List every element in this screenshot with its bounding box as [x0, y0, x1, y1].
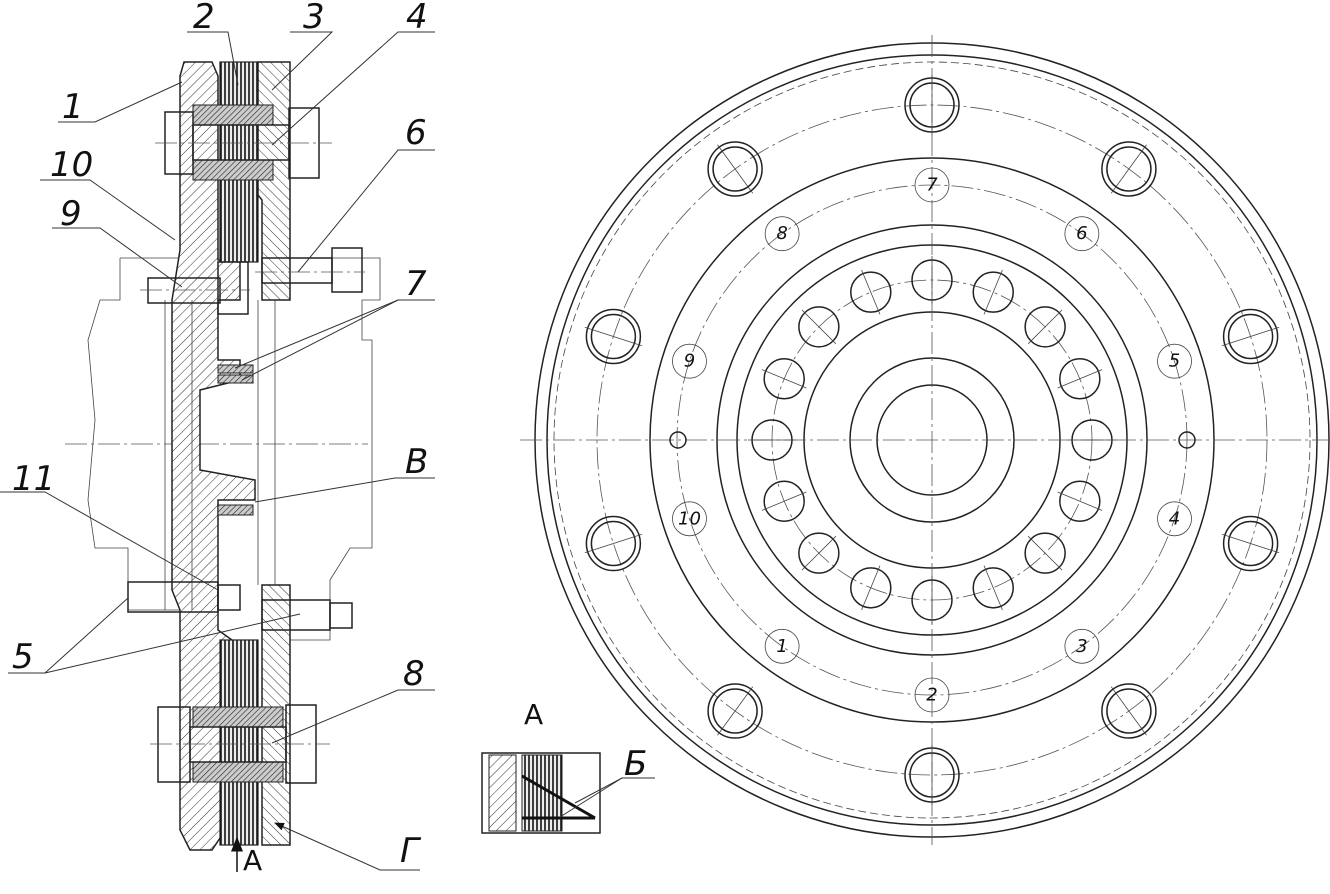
svg-text:5: 5	[12, 637, 34, 677]
bolt-number-label: 10	[678, 508, 701, 529]
bolt-number: 4	[1157, 501, 1192, 537]
svg-text:6: 6	[405, 113, 427, 153]
svg-text:8: 8	[403, 654, 425, 694]
bolt-number: 6	[1064, 216, 1100, 252]
bolt-hole	[707, 141, 763, 197]
bolt-hole	[1101, 683, 1157, 739]
part-4-bolt	[155, 107, 332, 179]
bolt-number-label: 6	[1076, 223, 1087, 244]
bolt-hole	[1101, 141, 1157, 197]
locating-hole-right	[1178, 431, 1196, 449]
svg-text:2: 2	[193, 0, 215, 37]
bushing-top-upper	[192, 104, 274, 126]
part-8-bolt	[150, 704, 330, 784]
pin-hole	[1057, 480, 1103, 522]
pin-hole	[748, 419, 796, 461]
pin-hole	[1057, 358, 1103, 400]
part-5-pins	[127, 581, 353, 631]
bolt-number: 3	[1064, 628, 1100, 664]
callout-3: 3	[271, 0, 334, 91]
bolt-hole	[707, 683, 763, 739]
pin-hole	[798, 532, 840, 574]
bolt-number-label: 7	[926, 175, 938, 196]
svg-text:А: А	[243, 844, 262, 877]
pin-hole	[761, 358, 807, 400]
svg-text:10: 10	[50, 145, 93, 185]
bolt-number-label: 2	[926, 685, 937, 706]
bolt-hole	[584, 308, 643, 365]
bolt-hole	[904, 745, 960, 805]
locating-hole-left	[669, 431, 687, 449]
callout-9: 9	[52, 194, 183, 288]
callout-v: В	[254, 442, 435, 503]
svg-text:Г: Г	[400, 831, 422, 871]
bushing-top-lower	[192, 159, 274, 181]
pin-hole	[761, 480, 807, 522]
face-view: 1 2 3 4 5 6 7 8 9 10	[520, 35, 1330, 845]
bolt-number: 7	[914, 167, 950, 203]
bolt-hole	[1221, 515, 1280, 572]
view-arrow-a: А	[231, 836, 262, 877]
callout-8: 8	[271, 654, 435, 744]
svg-text:3: 3	[303, 0, 325, 37]
bolt-number: 9	[672, 343, 707, 379]
bolt-number: 10	[672, 501, 707, 537]
callout-2: 2	[187, 0, 239, 86]
bolt-number: 1	[764, 628, 800, 664]
bolt-hole	[1221, 308, 1280, 365]
pin-hole	[850, 565, 892, 611]
callout-7: 7	[234, 264, 435, 381]
bolt-number-label: 8	[776, 223, 787, 244]
pin-hole	[798, 306, 840, 348]
seal-v	[217, 504, 254, 516]
bolt-number-label: 9	[684, 351, 695, 372]
pin-hole	[972, 269, 1014, 315]
callout-b: Б	[624, 744, 647, 784]
callout-g: Г	[274, 822, 422, 871]
part-9-screw	[140, 261, 250, 315]
callout-6: 6	[297, 113, 435, 273]
inner-ring-lines	[164, 300, 276, 610]
part-6-screw	[255, 247, 365, 293]
part-7-seal-lower	[217, 374, 254, 384]
detail-view-a: А Б	[481, 698, 655, 834]
bolt-number: 2	[914, 677, 950, 713]
bolt-number: 8	[764, 216, 800, 252]
pin-hole	[850, 269, 892, 315]
callout-10: 10	[40, 145, 176, 241]
bolt-number-label: 5	[1169, 351, 1180, 372]
section-view: 1 2 3 4 10 9 6 7 В 11 5 8 Г А	[0, 0, 435, 877]
callout-4: 4	[271, 0, 435, 146]
pin-hole	[911, 256, 953, 304]
bushing-bottom-upper	[192, 706, 284, 728]
part-3-plate-top	[257, 61, 291, 301]
part-2-disc-pack-bottom	[219, 639, 259, 846]
detail-title: А	[524, 698, 543, 731]
part-1-flange	[171, 61, 256, 851]
callout-5: 5	[8, 597, 301, 677]
bolt-hole	[904, 75, 960, 135]
svg-text:7: 7	[405, 264, 427, 304]
bolt-number-label: 1	[776, 636, 787, 657]
pin-hole	[911, 576, 953, 624]
bolt-number: 5	[1157, 343, 1192, 379]
pin-hole	[1024, 306, 1066, 348]
svg-text:11: 11	[12, 459, 55, 499]
part-7-seal-upper	[217, 364, 254, 374]
pin-hole	[1024, 532, 1066, 574]
svg-text:В: В	[405, 442, 428, 482]
bushing-bottom-lower	[192, 761, 284, 783]
callout-1: 1	[58, 81, 183, 127]
svg-text:1: 1	[62, 87, 84, 127]
svg-text:9: 9	[60, 194, 82, 234]
pin-hole	[1068, 419, 1116, 461]
callout-11: 11	[0, 459, 219, 591]
bolt-number-label: 4	[1169, 508, 1180, 529]
svg-text:4: 4	[406, 0, 428, 37]
bolt-hole	[584, 515, 643, 572]
bolt-number-label: 3	[1076, 636, 1087, 657]
pin-hole	[972, 565, 1014, 611]
